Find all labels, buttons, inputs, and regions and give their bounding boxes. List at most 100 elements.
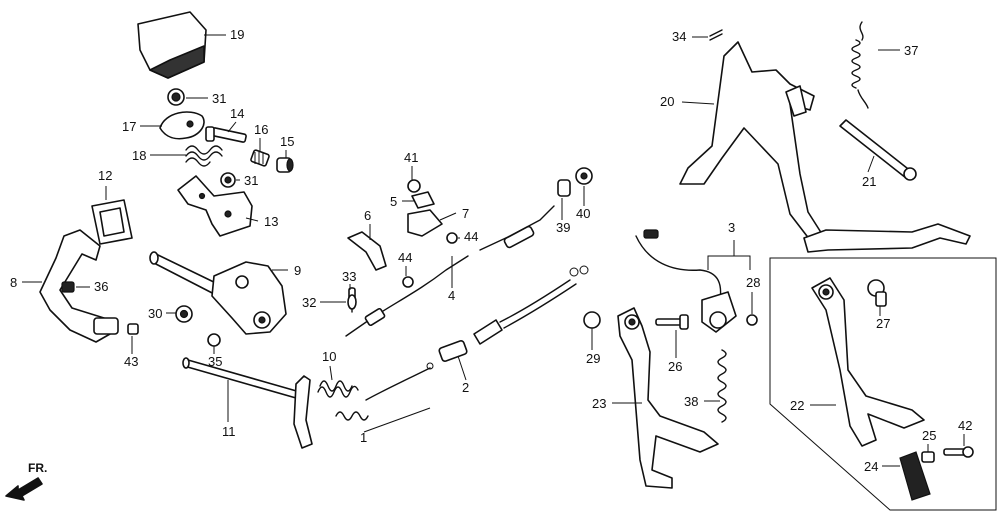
callout-number-36: 36	[94, 279, 108, 294]
callout-leader-2	[457, 355, 467, 381]
callout-number-1: 1	[360, 430, 367, 445]
callout-number-8: 8	[10, 275, 17, 290]
part-21-pivot-bolt	[839, 119, 917, 181]
callout-number-6: 6	[364, 208, 371, 223]
part-13-bracket	[177, 175, 253, 237]
callout-number-19: 19	[230, 27, 244, 42]
callout-number-25: 25	[922, 428, 936, 443]
part-39-collar	[557, 179, 571, 197]
part-44-bolts	[402, 232, 458, 288]
part-9-shift-shaft	[149, 251, 287, 335]
callout-number-28: 28	[746, 275, 760, 290]
callout-number-22: 22	[790, 398, 804, 413]
part-2-switch-cable	[438, 265, 589, 362]
part-36-rubber-pad	[61, 281, 75, 293]
callout-number-12: 12	[98, 168, 112, 183]
callout-number-31b: 31	[244, 173, 258, 188]
callout-number-39: 39	[556, 220, 570, 235]
callout-number-37: 37	[904, 43, 918, 58]
part-31-nut-lower	[220, 172, 236, 188]
part-29-nut	[583, 311, 601, 329]
callout-number-21: 21	[862, 174, 876, 189]
callout-number-24: 24	[864, 459, 878, 474]
part-16-collar	[250, 149, 270, 167]
part-40-nut	[575, 167, 593, 185]
callout-number-32: 32	[302, 295, 316, 310]
callout-number-44a: 44	[464, 229, 478, 244]
callout-number-34: 34	[672, 29, 686, 44]
part-30-nut	[175, 305, 193, 323]
callout-number-20: 20	[660, 94, 674, 109]
callout-leader-20	[681, 101, 715, 105]
callout-leader-10	[329, 365, 333, 381]
part-20-main-stand	[679, 41, 971, 253]
callout-number-10: 10	[322, 349, 336, 364]
callout-number-15: 15	[280, 134, 294, 149]
callout-number-3: 3	[728, 220, 735, 235]
part-10-spring	[317, 380, 359, 398]
part-19-cover	[137, 11, 207, 79]
part-5-clip	[411, 191, 435, 209]
part-27-bolt	[867, 279, 887, 307]
part-4-cable	[345, 205, 555, 337]
callout-number-4: 4	[448, 288, 455, 303]
part-25-collar	[921, 451, 935, 463]
part-8-pedal-arm	[39, 229, 119, 343]
callout-number-44b: 44	[398, 250, 412, 265]
part-14-bolt	[205, 126, 247, 143]
callout-bracket-3	[707, 255, 751, 270]
part-12-rubber	[91, 199, 133, 245]
callout-number-42: 42	[958, 418, 972, 433]
callout-number-7: 7	[462, 206, 469, 221]
part-1-brake-rod	[335, 362, 434, 421]
callout-number-18: 18	[132, 148, 146, 163]
part-18-spring	[185, 145, 223, 167]
part-37-spring	[851, 21, 869, 109]
callout-leader-7	[439, 212, 457, 221]
callout-number-30: 30	[148, 306, 162, 321]
callout-number-11: 11	[222, 424, 236, 439]
part-42-bolt	[943, 446, 974, 458]
callout-number-27: 27	[876, 316, 890, 331]
callout-number-26: 26	[668, 359, 682, 374]
callout-number-29: 29	[586, 351, 600, 366]
part-28-bolt	[746, 314, 758, 326]
part-38-spring	[717, 349, 727, 423]
part-31-nut-upper	[167, 88, 185, 106]
part-6-bracket	[347, 231, 387, 271]
callout-leader-21	[867, 155, 875, 173]
callout-leader-13	[245, 217, 259, 222]
part-22-side-stand	[811, 277, 925, 447]
part-17-cam	[159, 111, 205, 140]
part-34-cotter-pin	[709, 29, 723, 41]
callout-number-5: 5	[390, 194, 397, 209]
callout-number-16: 16	[254, 122, 268, 137]
part-43-bolt	[127, 323, 139, 335]
callout-number-31a: 31	[212, 91, 226, 106]
part-35-bolt	[207, 333, 221, 347]
callout-leader-14	[227, 121, 237, 133]
callout-number-35: 35	[208, 354, 222, 369]
part-32-washer	[347, 294, 357, 310]
callout-number-14: 14	[230, 106, 244, 121]
callout-number-9: 9	[294, 263, 301, 278]
front-direction-arrow: FR.	[5, 461, 47, 501]
callout-number-41: 41	[404, 150, 418, 165]
callout-number-13: 13	[264, 214, 278, 229]
part-15-cap	[276, 157, 294, 173]
callout-leader-1	[363, 407, 431, 433]
callout-number-40: 40	[576, 206, 590, 221]
front-label: FR.	[28, 461, 47, 475]
callout-number-17: 17	[122, 119, 136, 134]
inset-frame	[769, 257, 997, 511]
part-41-bolt	[407, 179, 421, 193]
part-11-brake-shaft	[182, 357, 313, 449]
part-3-sidestand-switch	[635, 229, 737, 333]
callout-number-38: 38	[684, 394, 698, 409]
callout-number-43: 43	[124, 354, 138, 369]
callout-number-23: 23	[592, 396, 606, 411]
part-24-bracket	[899, 451, 931, 501]
